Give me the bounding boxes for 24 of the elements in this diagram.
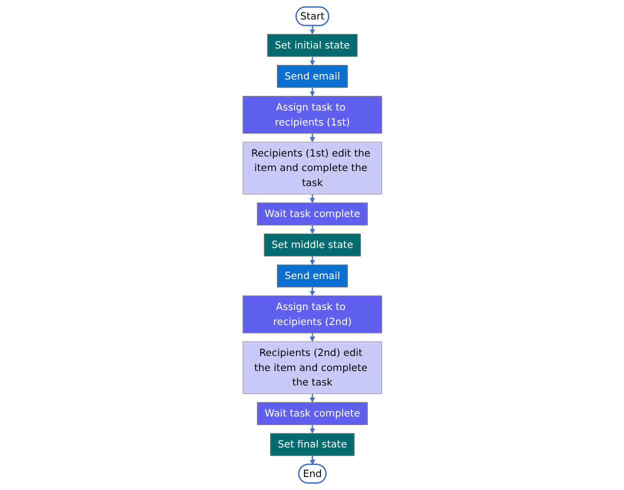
flowchart: Start Set initial state Send email Assign task to recipients (1st) Recipients (1st) edit the item and complete the task Wait task complete Set middle state Send email Assign task to recipients (2nd) Recipients (2nd) edit the item and complete the task Wait task complete Set final state End bbox=[238, 2, 386, 488]
node-box bbox=[256, 202, 368, 226]
arrow bbox=[309, 456, 315, 465]
node-box bbox=[276, 264, 348, 288]
arrow bbox=[309, 256, 315, 266]
arrow bbox=[309, 26, 315, 34]
node-box bbox=[263, 234, 361, 256]
node-box bbox=[242, 142, 382, 194]
node-box bbox=[242, 341, 382, 394]
node-box bbox=[276, 64, 348, 88]
arrow bbox=[309, 133, 315, 142]
arrow bbox=[309, 56, 315, 66]
arrow bbox=[309, 194, 315, 204]
node-box bbox=[256, 402, 368, 426]
arrow bbox=[309, 333, 315, 342]
node-box bbox=[266, 34, 358, 57]
arrow bbox=[309, 88, 315, 96]
arrow bbox=[309, 394, 315, 403]
node-box bbox=[242, 296, 382, 334]
arrow bbox=[309, 424, 315, 434]
node-box bbox=[270, 433, 354, 456]
node-box bbox=[242, 96, 382, 134]
arrow bbox=[309, 287, 315, 296]
arrow bbox=[309, 225, 315, 234]
